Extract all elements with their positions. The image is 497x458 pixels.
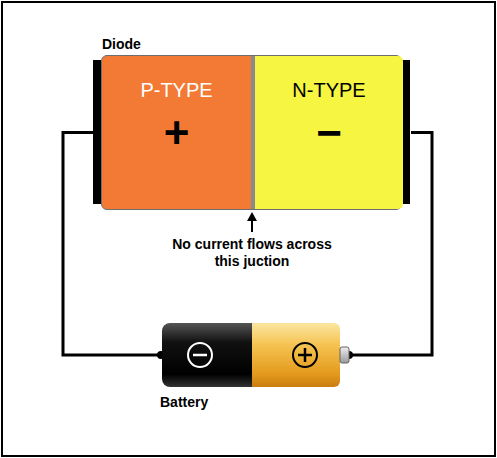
n-type-region: N-TYPE − — [255, 56, 403, 209]
node-label: P-TYPE — [140, 78, 212, 102]
battery: Battery — [160, 322, 350, 388]
node-label: N-TYPE — [292, 78, 365, 102]
annotation: No current flows across this juction — [170, 236, 334, 270]
arrow-head — [247, 212, 257, 221]
polarity-sign: + — [164, 108, 190, 158]
p-type-region: P-TYPE + — [102, 56, 251, 209]
node-label: Battery — [160, 394, 350, 411]
battery-symbol — [160, 322, 350, 388]
diode-body: DiodeP-TYPE+N-TYPE− — [101, 55, 402, 210]
node-label: Diode — [102, 36, 401, 53]
polarity-sign: − — [316, 108, 342, 158]
terminal — [93, 60, 101, 204]
terminal — [402, 60, 410, 204]
